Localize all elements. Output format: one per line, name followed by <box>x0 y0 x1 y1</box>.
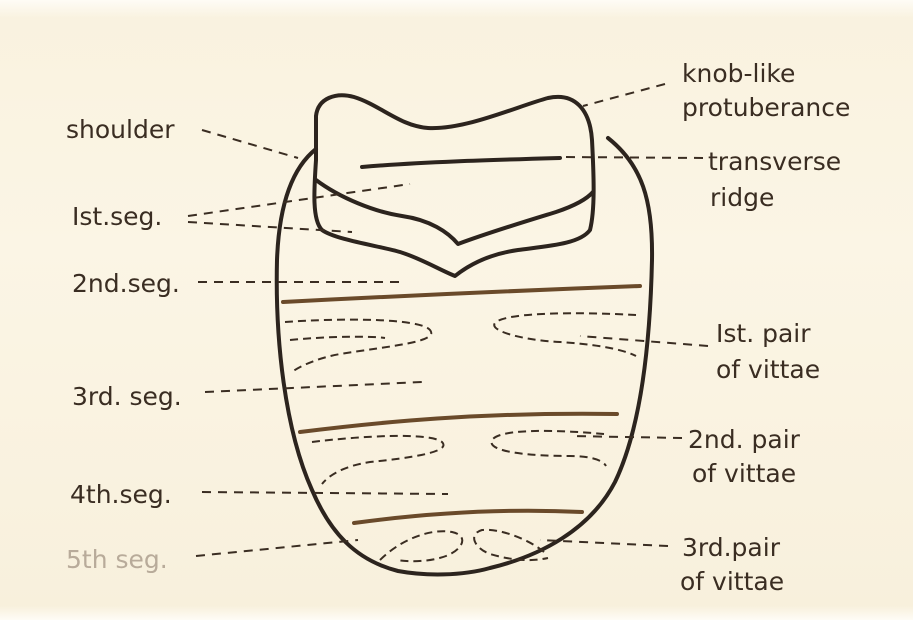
vitta-1-right <box>494 313 636 356</box>
label-pair2-line2: of vittae <box>692 459 796 488</box>
leader-shoulder <box>202 130 298 158</box>
transverse-ridge <box>362 158 560 167</box>
label-seg5: 5th seg. <box>66 545 168 574</box>
vitta-3-right <box>474 530 548 560</box>
label-transverse-line2: ridge <box>710 183 774 212</box>
vitta-2-right <box>491 431 606 466</box>
leader-seg5 <box>196 540 358 556</box>
knob-protuberance <box>314 95 593 276</box>
label-pair3-line2: of vittae <box>680 567 784 596</box>
label-pair1-line2: of vittae <box>716 355 820 384</box>
leader-knob <box>583 84 665 106</box>
segment-line-2-3 <box>283 286 640 302</box>
segment-line-3-4 <box>300 414 617 432</box>
vitta-3-left <box>380 531 462 561</box>
label-transverse-line1: transverse <box>708 147 841 176</box>
label-seg1: Ist.seg. <box>72 202 162 231</box>
leader-transverse <box>565 157 703 158</box>
shoulder-band <box>316 180 593 244</box>
label-pair1-line1: Ist. pair <box>716 319 811 348</box>
leader-seg1-b <box>188 222 352 232</box>
vitta-1-left-inner <box>290 337 385 340</box>
label-seg2: 2nd.seg. <box>72 269 180 298</box>
label-pair3-line1: 3rd.pair <box>682 533 781 562</box>
vitta-2-left <box>312 436 443 484</box>
label-pair2-line1: 2nd. pair <box>688 425 801 454</box>
label-knob-line1: knob-like <box>682 59 795 88</box>
leader-pair2 <box>570 436 682 438</box>
label-knob-line2: protuberance <box>682 93 850 122</box>
leader-pair1 <box>580 336 708 346</box>
leader-seg3 <box>205 382 422 392</box>
label-shoulder: shoulder <box>66 115 175 144</box>
segment-line-4-5 <box>354 511 582 523</box>
leader-seg4 <box>202 492 448 494</box>
label-seg3: 3rd. seg. <box>72 382 182 411</box>
label-seg4: 4th.seg. <box>70 480 172 509</box>
vitta-1-left <box>285 320 431 372</box>
